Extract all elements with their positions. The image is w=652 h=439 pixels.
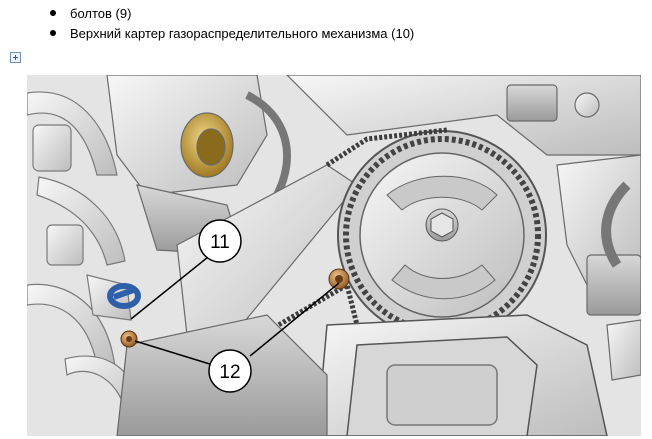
leader-line-12b [249, 282, 340, 357]
expand-plus-icon[interactable] [10, 52, 21, 63]
callout-11: 11 [198, 219, 242, 263]
camshaft-sprocket [337, 130, 547, 340]
timing-belt-upper [325, 127, 448, 168]
callout-label-11: 11 [210, 232, 230, 253]
bolt-right [328, 268, 350, 290]
bullet-text: болтов (9) [70, 5, 132, 21]
blue-clip [107, 283, 141, 309]
bullet-dot-icon [50, 30, 56, 36]
lower-timing-cover [316, 314, 608, 436]
bullet-dot-icon [50, 10, 56, 16]
engine-drawing: 11 12 [27, 75, 641, 436]
callout-label-12: 12 [219, 362, 240, 383]
bolt-left [120, 330, 138, 348]
bullet-item-timing-cover: Верхний картер газораспределительного ме… [50, 24, 414, 42]
callout-12: 12 [208, 349, 252, 393]
diagonal-bracket [176, 164, 358, 356]
right-components [556, 154, 641, 381]
bullet-text: Верхний картер газораспределительного ме… [70, 25, 415, 41]
engine-illustration: 11 12 [27, 75, 641, 436]
bullet-item-bolts: болтов (9) [50, 4, 131, 22]
leader-line-12a [134, 340, 214, 366]
leader-line-11 [130, 252, 214, 320]
top-right-housing [286, 75, 641, 156]
